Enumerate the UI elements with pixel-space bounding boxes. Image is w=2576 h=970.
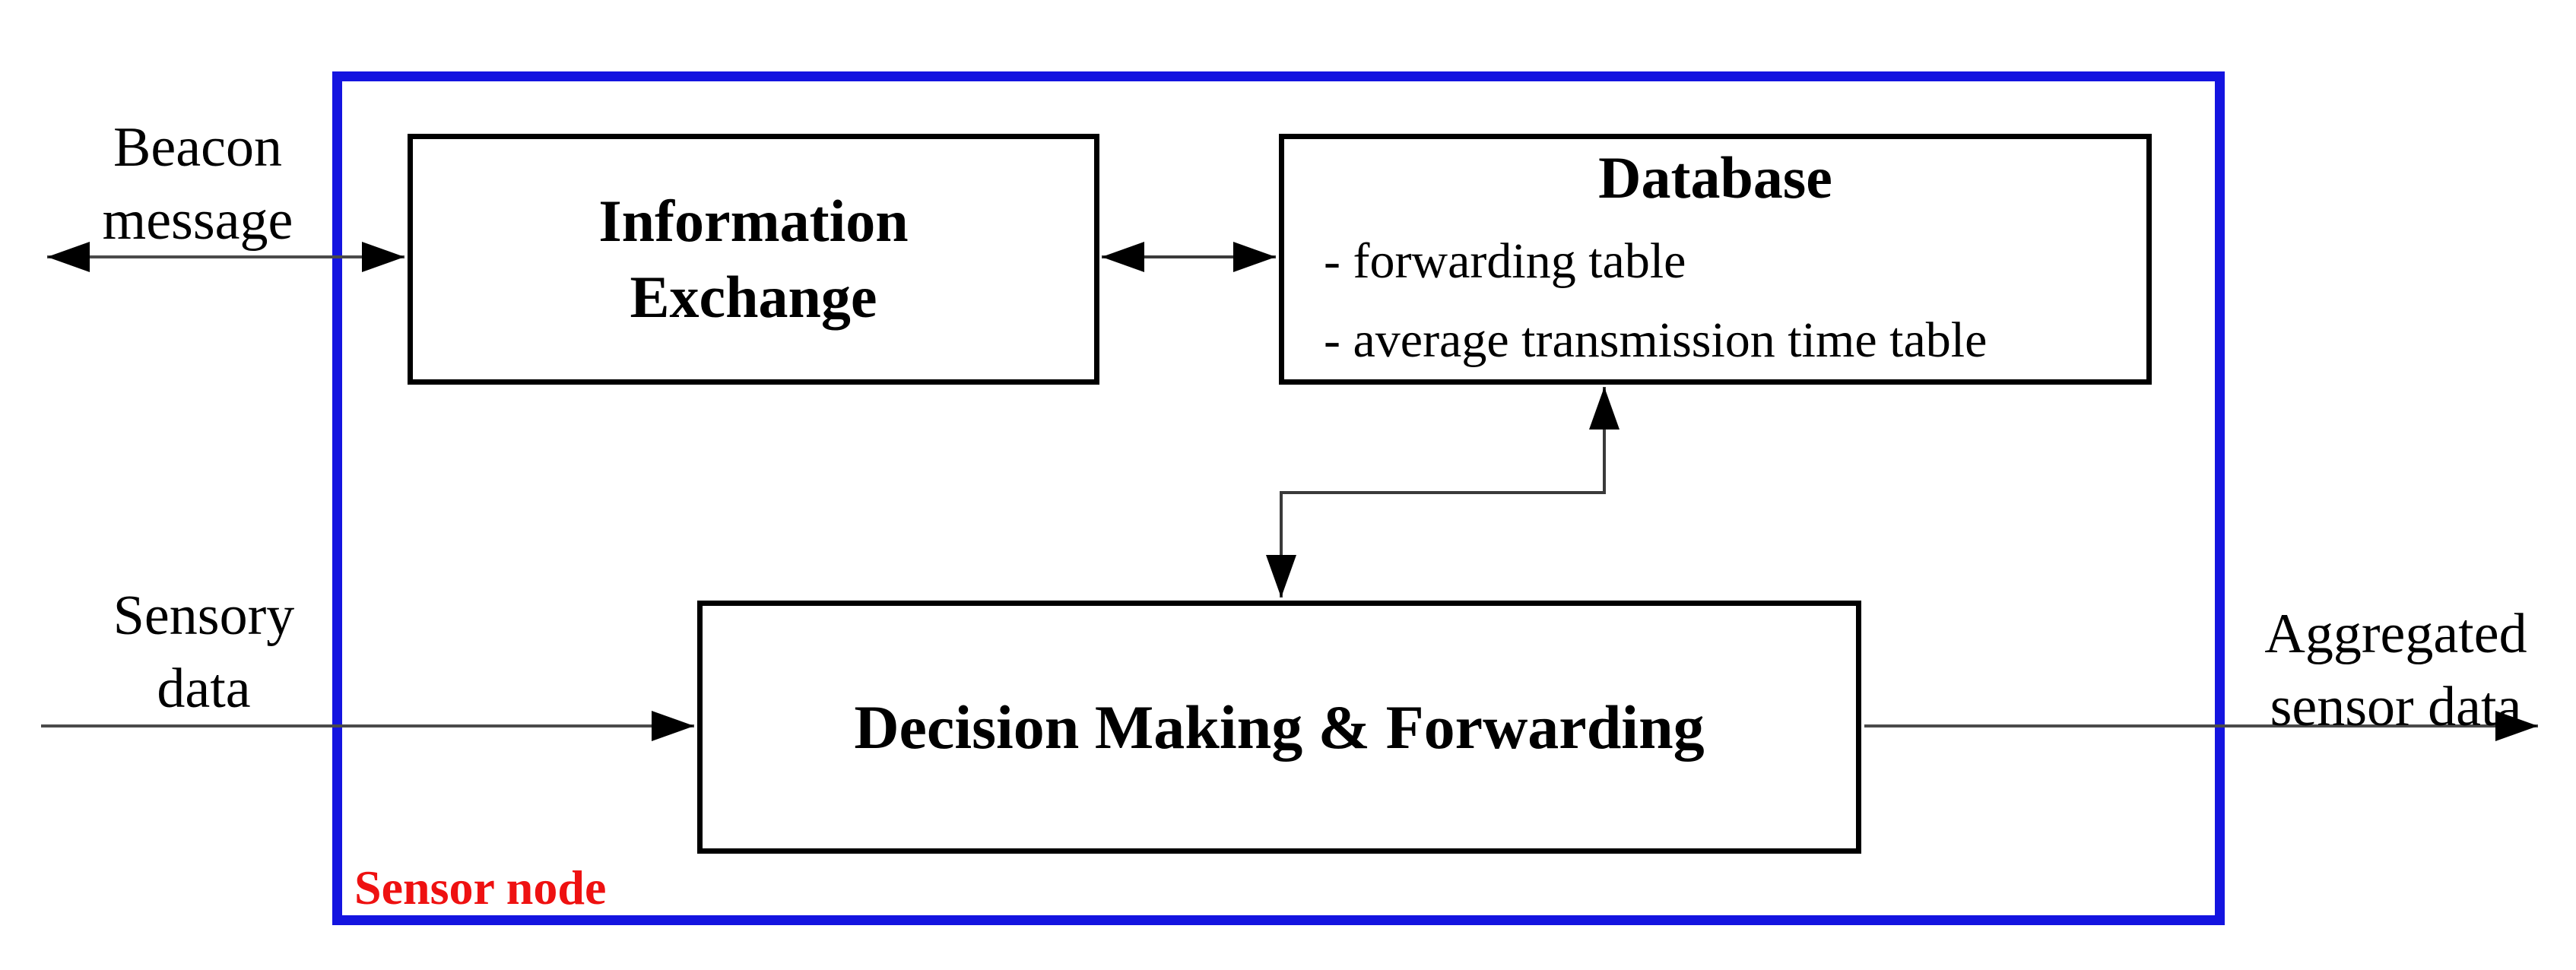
decision-making-forwarding-title: Decision Making & Forwarding: [854, 692, 1705, 762]
sensor-node-label: Sensor node: [354, 861, 607, 915]
database-item-avg-transmission-time-table: - average transmission time table: [1324, 312, 1988, 368]
beacon-message-label: Beacon message: [102, 116, 293, 252]
database-box: Database - forwarding table - average tr…: [1279, 134, 2152, 385]
information-exchange-title: Information Exchange: [598, 188, 909, 330]
sensory-data-label: Sensory data: [113, 585, 295, 721]
database-title: Database: [1598, 144, 1832, 211]
database-item-forwarding-table: - forwarding table: [1324, 233, 1686, 289]
aggregated-sensor-data-label: Aggregated sensor data: [2264, 603, 2527, 739]
sensor-node-frame: [332, 71, 2225, 925]
decision-making-forwarding-box: Decision Making & Forwarding: [697, 601, 1861, 854]
information-exchange-box: Information Exchange: [408, 134, 1099, 385]
